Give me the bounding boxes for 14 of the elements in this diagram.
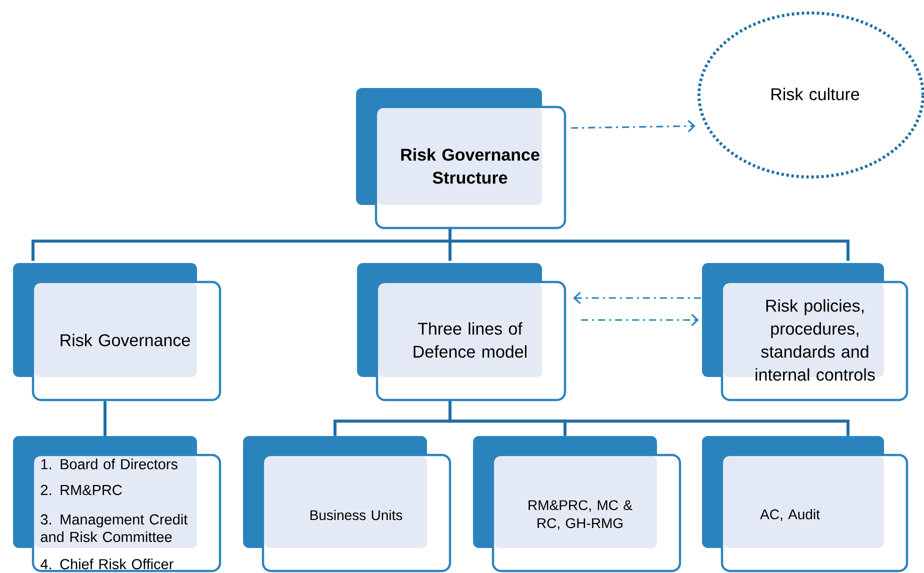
process-box: Risk Governance [13,263,222,402]
connector [571,120,696,132]
process-box: AC, Audit [702,436,908,572]
process-box: 1. Board of Directors 2. RM&PRC 3. Management Credit and Risk Committee 4. Chief Risk Officer [13,436,222,572]
process-box: Three lines of Defence model [357,263,566,402]
connector [573,292,701,304]
process-box: Business Units [243,436,452,572]
connector [448,401,850,436]
process-box: Risk Governance Structure [356,88,566,230]
process-box: Risk policies, procedures, standards and internal controls [702,263,908,402]
connector [104,401,106,436]
connector [581,314,699,326]
connector [448,229,850,261]
process-box: RM&PRC, MC & RC, GH-RMG [473,436,682,572]
